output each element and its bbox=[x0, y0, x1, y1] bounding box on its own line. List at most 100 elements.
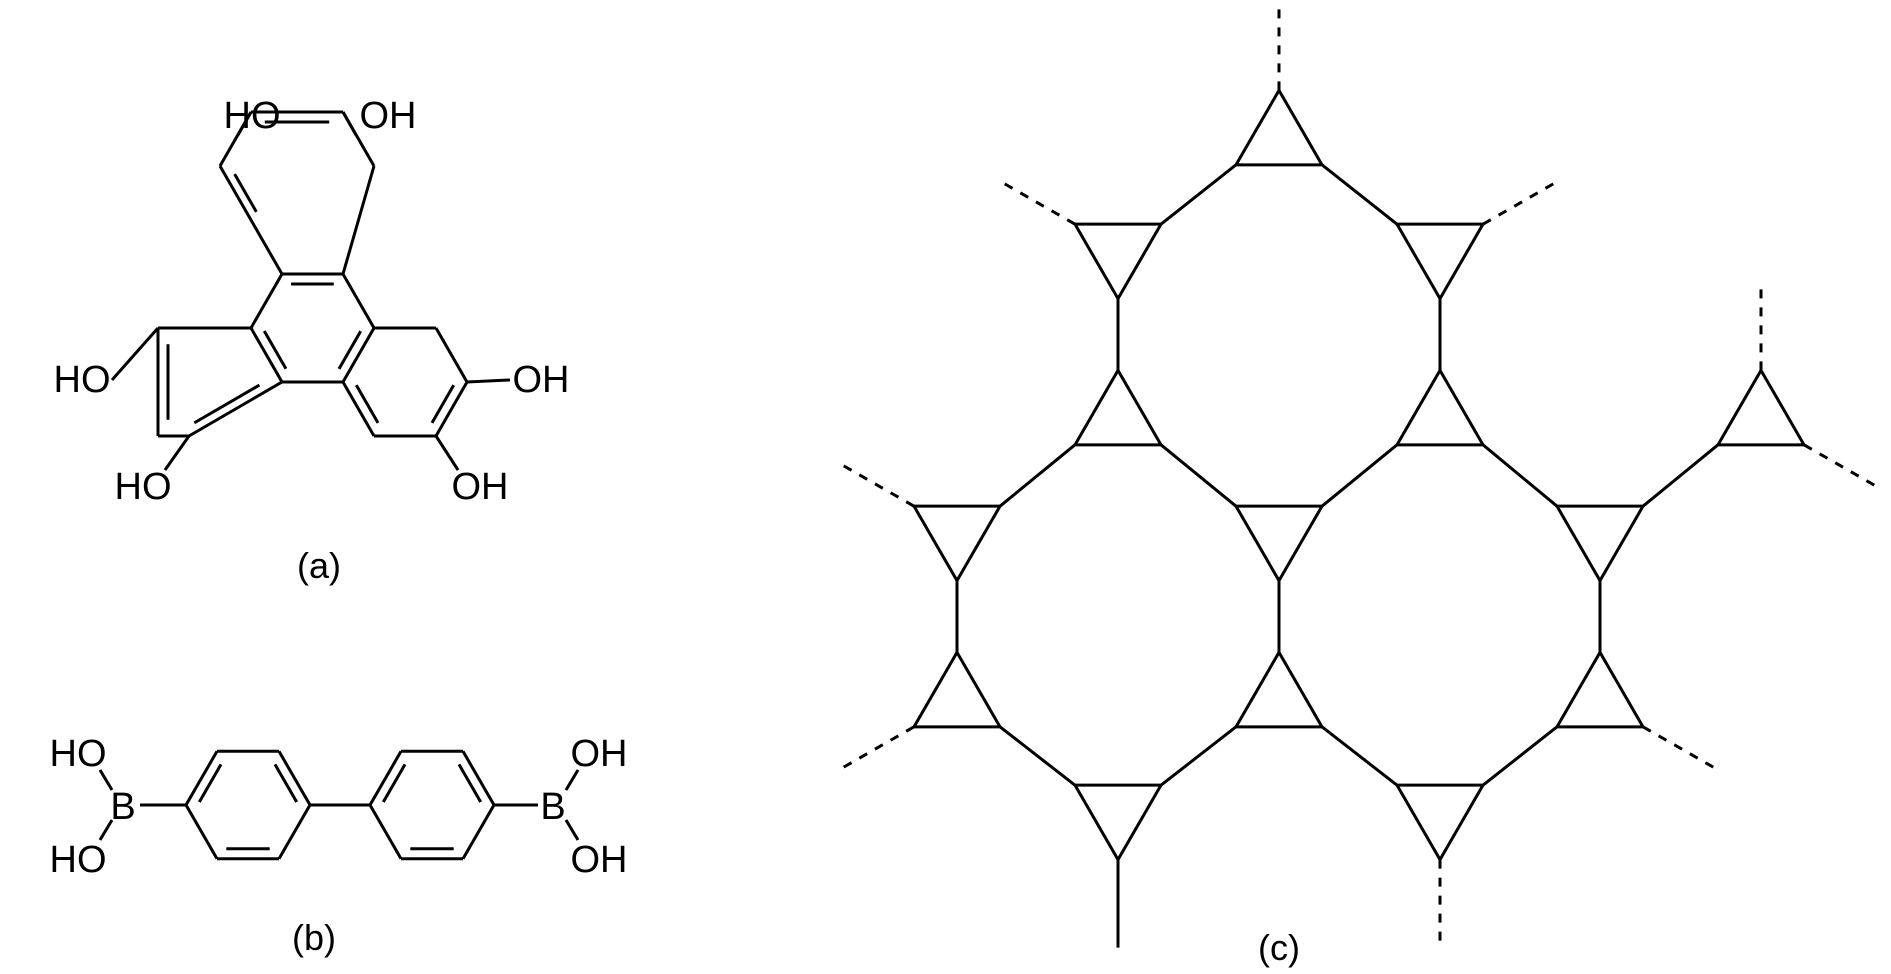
bond-line bbox=[249, 273, 284, 329]
triangle-edge bbox=[1438, 223, 1485, 300]
atom-label-oh-bottom-right: OH bbox=[452, 466, 509, 508]
triangle-edge bbox=[1116, 223, 1163, 300]
triangle-edge bbox=[1234, 89, 1281, 166]
phenyl-ring-bond bbox=[277, 750, 312, 806]
dangling-bond-dashed bbox=[838, 461, 915, 508]
atom-label-ho-boron-lower-left: HO bbox=[50, 839, 107, 881]
bo-bond bbox=[98, 769, 114, 791]
dangling-bond-dashed bbox=[1482, 179, 1559, 226]
linker-bond bbox=[1321, 163, 1398, 226]
dangling-bond-dashed bbox=[1642, 725, 1719, 772]
bond-line bbox=[188, 380, 283, 438]
atom-label-oh-right: OH bbox=[513, 359, 570, 401]
phenyl-ring-bond bbox=[184, 750, 219, 806]
phenyl-ring-bond bbox=[461, 750, 496, 806]
double-bond-line bbox=[430, 384, 456, 424]
bond-line bbox=[341, 327, 376, 383]
caption-b: (b) bbox=[292, 917, 336, 958]
triangle-edge bbox=[1438, 784, 1485, 861]
atom-label-ho-bottom-left: HO bbox=[115, 466, 172, 508]
dangling-bond-dashed bbox=[838, 725, 915, 772]
linker-bond bbox=[1160, 163, 1237, 226]
atom-label-boron-left: B bbox=[110, 786, 135, 828]
triangle-edge bbox=[1073, 223, 1120, 300]
bo-bond bbox=[564, 769, 580, 791]
biphenyl-diboronic-acid-structure bbox=[98, 749, 580, 861]
co-bond bbox=[110, 327, 160, 381]
triangle-edge bbox=[1277, 505, 1324, 582]
triangle-edge bbox=[1234, 651, 1281, 728]
triangle-edge bbox=[1438, 369, 1485, 446]
double-bond-line bbox=[233, 173, 258, 213]
co-bond bbox=[341, 111, 358, 136]
framework-network bbox=[838, 2, 1880, 948]
double-bond-line bbox=[198, 763, 223, 803]
atom-label-oh-boron-upper-right: OH bbox=[571, 733, 628, 775]
caption-a: (a) bbox=[297, 545, 341, 586]
triangle-edge bbox=[1395, 369, 1442, 446]
triangle-edge bbox=[1555, 505, 1602, 582]
linker-bond bbox=[999, 443, 1076, 508]
co-bond bbox=[434, 435, 460, 471]
triangle-edge bbox=[1277, 89, 1324, 166]
linker-bond bbox=[1482, 725, 1558, 787]
double-bond-line bbox=[382, 763, 407, 803]
phenyl-ring-bond bbox=[461, 804, 496, 860]
phenyl-ring-bond bbox=[368, 804, 403, 860]
atom-label-ho-left: HO bbox=[54, 359, 111, 401]
atom-label-boron-right: B bbox=[540, 786, 565, 828]
linker-bond bbox=[1160, 443, 1237, 508]
triangle-edge bbox=[1555, 651, 1602, 728]
dangling-bond-dashed bbox=[1803, 443, 1880, 490]
co-bond bbox=[466, 378, 511, 384]
caption-c: (c) bbox=[1258, 927, 1300, 968]
double-bond-line bbox=[354, 384, 380, 424]
double-bond-line bbox=[457, 763, 482, 803]
double-bond-line bbox=[273, 763, 298, 803]
bond-line bbox=[434, 381, 469, 437]
triangle-edge bbox=[1277, 651, 1324, 728]
atom-label-ho-boron-upper-left: HO bbox=[50, 733, 107, 775]
hexahydroxytriphenylene-structure bbox=[110, 110, 511, 471]
dangling-bond-dashed bbox=[999, 179, 1076, 226]
triangle-edge bbox=[1395, 223, 1442, 300]
linker-bond bbox=[1482, 443, 1558, 508]
phenyl-ring-bond bbox=[184, 804, 219, 860]
triangle-edge bbox=[1116, 784, 1163, 861]
phenyl-ring-bond bbox=[277, 804, 312, 860]
phenyl-ring-bond bbox=[368, 750, 403, 806]
triangle-edge bbox=[1116, 369, 1163, 446]
triangle-edge bbox=[1759, 369, 1806, 446]
co-bond bbox=[163, 435, 191, 471]
double-bond-line bbox=[262, 330, 288, 370]
linker-bond bbox=[999, 725, 1076, 787]
linker-bond bbox=[1160, 725, 1237, 787]
triangle-edge bbox=[912, 651, 959, 728]
linker-bond bbox=[1642, 443, 1719, 508]
triangle-edge bbox=[1598, 505, 1645, 582]
bond-line bbox=[341, 273, 376, 329]
atom-label-oh-top-right: OH bbox=[360, 95, 417, 137]
triangle-edge bbox=[1598, 651, 1645, 728]
bo-bond bbox=[98, 819, 114, 841]
bond-line bbox=[218, 165, 253, 221]
triangle-edge bbox=[912, 505, 959, 582]
triangle-edge bbox=[1073, 369, 1120, 446]
triangle-edge bbox=[1716, 369, 1763, 446]
double-bond-line bbox=[337, 330, 363, 370]
double-bond-line bbox=[193, 383, 261, 425]
linker-bond bbox=[1321, 443, 1398, 508]
triangle-edge bbox=[955, 651, 1002, 728]
triangle-edge bbox=[1234, 505, 1281, 582]
bond-line bbox=[434, 327, 469, 383]
linker-bond bbox=[1321, 725, 1398, 787]
atom-label-ho-top-left: HO bbox=[224, 95, 281, 137]
triangle-edge bbox=[1395, 784, 1442, 861]
bond-line bbox=[341, 381, 376, 437]
bo-bond bbox=[564, 819, 580, 841]
atom-label-oh-boron-lower-right: OH bbox=[571, 839, 628, 881]
bond-line bbox=[341, 165, 376, 275]
triangle-edge bbox=[1073, 784, 1120, 861]
triangle-edge bbox=[955, 505, 1002, 582]
